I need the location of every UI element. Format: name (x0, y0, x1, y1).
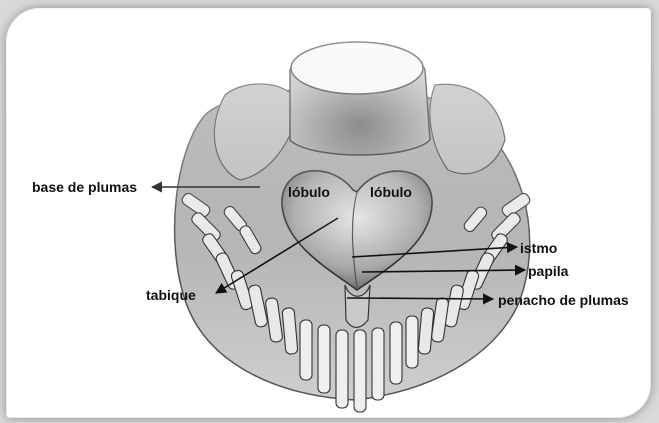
label-lobulo-left: lóbulo (288, 184, 330, 200)
label-papila: papila (528, 263, 568, 279)
top-opening (291, 42, 423, 94)
label-tabique: tabique (146, 287, 196, 303)
bottom-feathers (300, 316, 418, 412)
label-istmo: istmo (520, 240, 557, 256)
label-lobulo-right: lóbulo (370, 184, 412, 200)
label-penacho-de-plumas: penacho de plumas (498, 292, 629, 308)
arrow-penacho (347, 298, 493, 299)
label-base-de-plumas: base de plumas (32, 179, 137, 195)
